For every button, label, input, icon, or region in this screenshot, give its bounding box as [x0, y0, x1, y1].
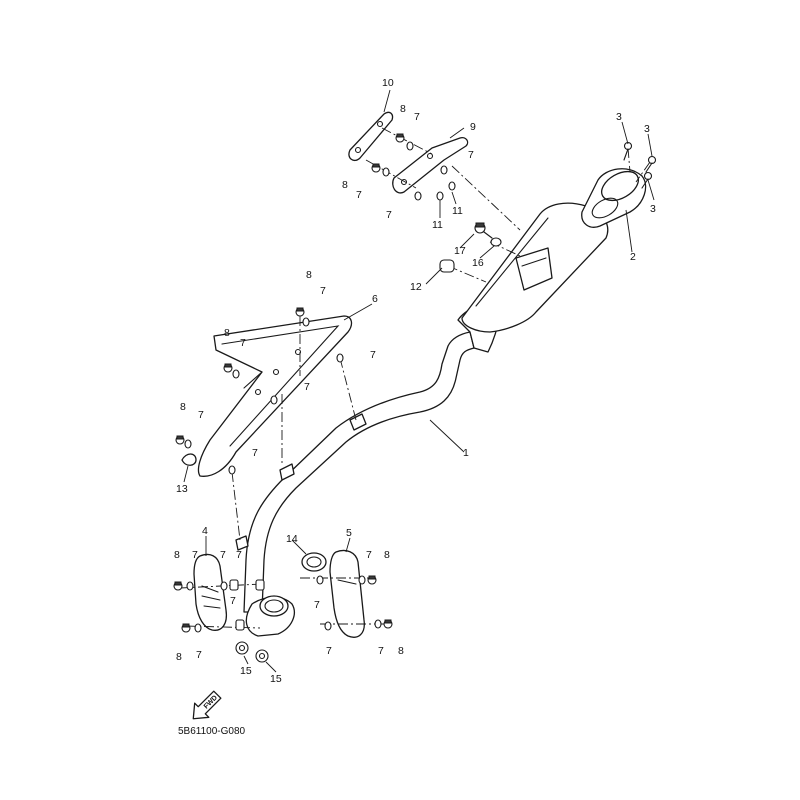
callout-8: 8 — [224, 327, 230, 339]
callout-7: 7 — [414, 111, 420, 123]
callout-3: 3 — [616, 111, 622, 123]
diagram-code: 5B61100-G080 — [178, 726, 246, 737]
washer-icon — [436, 181, 456, 201]
gasket-part-14 — [301, 552, 327, 572]
bolt-icon — [474, 222, 493, 239]
clip-icon — [181, 453, 197, 466]
callout-7: 7 — [378, 645, 384, 657]
callout-15: 15 — [240, 665, 252, 677]
callout-7: 7 — [370, 349, 376, 361]
nut-icon — [235, 641, 249, 655]
bushing-icon — [439, 259, 455, 273]
callout-10: 10 — [382, 77, 394, 89]
lower-protector-part-5 — [329, 549, 365, 638]
callout-7: 7 — [366, 549, 372, 561]
callout-13: 13 — [176, 483, 188, 495]
callout-3: 3 — [644, 123, 650, 135]
callout-12: 12 — [410, 281, 422, 293]
callout-8: 8 — [384, 549, 390, 561]
exhaust-pipe-part-1 — [235, 202, 609, 637]
washer-icon — [490, 237, 502, 247]
callout-7: 7 — [240, 337, 246, 349]
callout-7: 7 — [196, 649, 202, 661]
collar-icon — [255, 579, 265, 591]
bolt-icon — [181, 623, 191, 633]
callout-17: 17 — [454, 245, 466, 257]
bolt-icon — [223, 363, 233, 373]
nut-icon — [255, 649, 269, 663]
callout-7: 7 — [314, 599, 320, 611]
bolt-icon — [623, 141, 633, 161]
lower-protector-part-4 — [193, 553, 228, 631]
bracket-part-10 — [348, 111, 394, 162]
bolt-icon — [383, 619, 393, 629]
callout-8: 8 — [306, 269, 312, 281]
bolt-icon — [367, 575, 377, 585]
callout-7: 7 — [236, 549, 242, 561]
callout-2: 2 — [630, 251, 636, 263]
callout-14: 14 — [286, 533, 298, 545]
bracket-part-9 — [392, 136, 469, 194]
callout-labels: 1 2 3 3 3 4 5 6 7 7 7 7 7 7 7 7 7 7 7 7 … — [174, 77, 656, 685]
callout-4: 4 — [202, 525, 208, 537]
callout-8: 8 — [180, 401, 186, 413]
callout-7: 7 — [220, 549, 226, 561]
collar-icon — [229, 579, 239, 591]
fwd-arrow-icon: FWD — [192, 690, 222, 720]
bolt-icon — [371, 163, 381, 173]
callout-7: 7 — [252, 447, 258, 459]
callout-7: 7 — [326, 645, 332, 657]
callout-8: 8 — [398, 645, 404, 657]
bolt-icon — [295, 307, 305, 317]
end-cap-part-2 — [581, 168, 647, 228]
callout-8: 8 — [174, 549, 180, 561]
callout-7: 7 — [320, 285, 326, 297]
callout-15: 15 — [270, 673, 282, 685]
callout-8: 8 — [176, 651, 182, 663]
callout-7: 7 — [468, 149, 474, 161]
callout-7: 7 — [304, 381, 310, 393]
callout-7: 7 — [192, 549, 198, 561]
callout-8: 8 — [342, 179, 348, 191]
leader-lines — [183, 89, 655, 673]
callout-3: 3 — [650, 203, 656, 215]
bolt-icon — [395, 133, 405, 143]
bolt-icon — [641, 171, 653, 189]
callout-7: 7 — [386, 209, 392, 221]
callout-7: 7 — [356, 189, 362, 201]
callout-7: 7 — [198, 409, 204, 421]
callout-8: 8 — [400, 103, 406, 115]
callout-7: 7 — [230, 595, 236, 607]
callout-9: 9 — [470, 121, 476, 133]
callout-11: 11 — [452, 205, 463, 217]
callout-16: 16 — [472, 257, 484, 269]
bolt-icon — [173, 581, 183, 591]
callout-5: 5 — [346, 527, 352, 539]
callout-11: 11 — [432, 219, 443, 231]
hardware-parts — [173, 133, 657, 663]
collar-icon — [235, 619, 245, 631]
callout-1: 1 — [463, 447, 469, 459]
bolt-icon — [175, 435, 185, 445]
bolt-icon — [645, 155, 657, 173]
callout-6: 6 — [372, 293, 378, 305]
